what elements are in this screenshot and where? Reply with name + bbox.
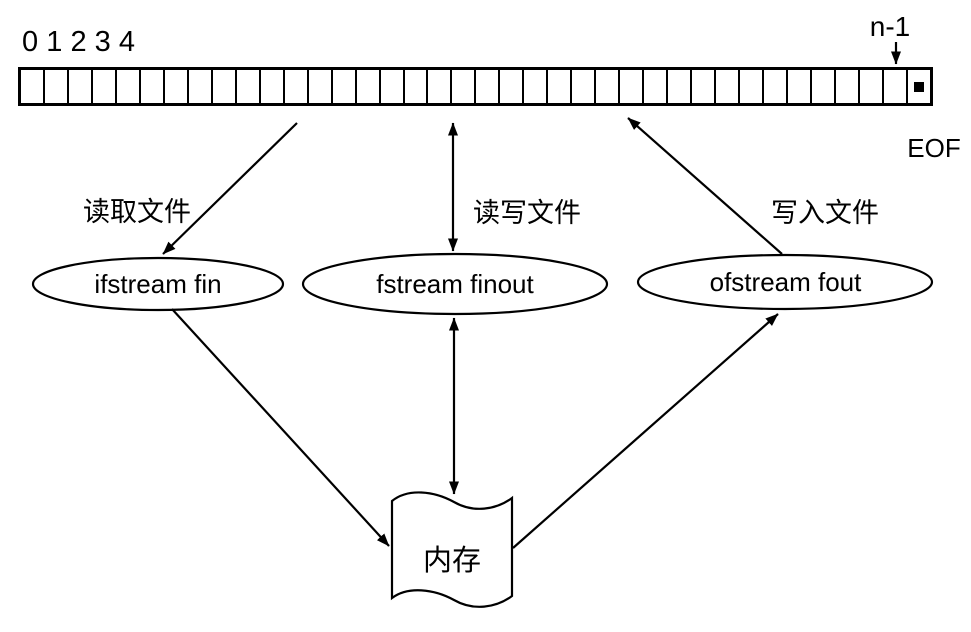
file-cell — [620, 70, 645, 103]
index-label-0: 0 — [22, 26, 39, 58]
edge-label-read-write-file: 读写文件 — [473, 198, 581, 228]
ifstream-node-ellipse — [31, 256, 285, 312]
file-cell — [884, 70, 908, 103]
file-cell — [117, 70, 141, 103]
file-cell — [524, 70, 549, 103]
file-cell — [285, 70, 309, 103]
file-cell — [788, 70, 812, 103]
edge-label-write-file: 写入文件 — [771, 198, 879, 228]
file-cell — [165, 70, 189, 103]
file-cell — [213, 70, 237, 103]
file-cell — [309, 70, 333, 103]
file-cell — [357, 70, 381, 103]
arrow-ofstream-to-file — [627, 117, 783, 255]
file-cell — [836, 70, 860, 103]
file-cell — [644, 70, 669, 103]
file-cell — [476, 70, 501, 103]
file-cell — [812, 70, 836, 103]
arrow-file-to-ifstream — [162, 122, 298, 255]
file-byte-strip — [18, 67, 933, 106]
file-cell — [740, 70, 765, 103]
file-cell — [189, 70, 213, 103]
file-cell — [428, 70, 453, 103]
file-cell — [21, 70, 45, 103]
n-minus-1-label: n-1 — [869, 11, 911, 42]
arrow-memory-to-ofstream — [512, 313, 779, 549]
file-cell — [405, 70, 429, 103]
file-cell — [261, 70, 285, 103]
arrow-ifstream-to-memory — [171, 308, 390, 547]
file-cell — [596, 70, 621, 103]
file-cell — [860, 70, 884, 103]
file-cell — [93, 70, 117, 103]
file-index-labels: 0 1 2 3 4 — [18, 27, 139, 57]
ofstream-node-ellipse — [636, 253, 934, 311]
file-cell — [237, 70, 261, 103]
file-cell — [69, 70, 93, 103]
memory-flag-shape — [390, 491, 514, 608]
file-cell — [668, 70, 693, 103]
index-label-4: 4 — [118, 26, 135, 58]
file-cell — [908, 70, 930, 103]
file-cell — [333, 70, 357, 103]
ofstream-node-label: ofstream fout — [709, 267, 862, 297]
file-cell — [764, 70, 788, 103]
file-cell — [141, 70, 165, 103]
file-cell — [452, 70, 477, 103]
file-cell — [381, 70, 405, 103]
fstream-node-label: fstream finout — [376, 269, 534, 299]
index-label-2: 2 — [70, 26, 87, 58]
index-label-1: 1 — [46, 26, 63, 58]
file-cell — [548, 70, 573, 103]
eof-label: EOF — [907, 133, 961, 163]
file-cell — [692, 70, 717, 103]
file-cell — [716, 70, 741, 103]
file-cell — [572, 70, 597, 103]
edge-label-read-file: 读取文件 — [83, 197, 191, 227]
index-label-3: 3 — [94, 26, 111, 58]
file-cell — [500, 70, 525, 103]
file-cell — [45, 70, 69, 103]
memory-node-label: 内存 — [422, 545, 481, 577]
eof-marker-square — [913, 81, 924, 92]
ifstream-node-label: ifstream fin — [94, 269, 222, 299]
fstream-node-ellipse — [301, 252, 609, 316]
